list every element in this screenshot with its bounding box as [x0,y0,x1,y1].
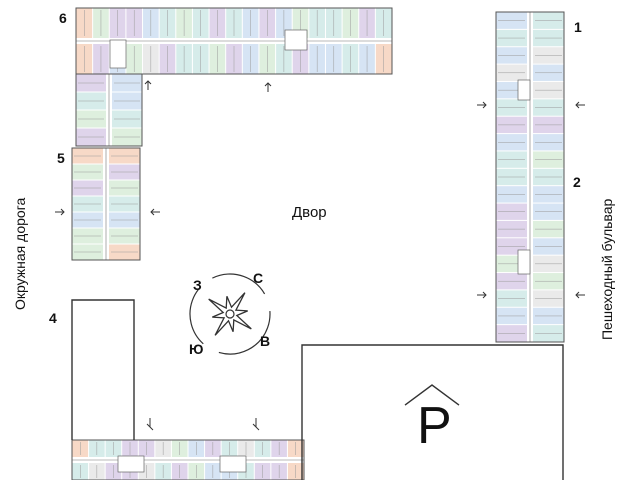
buildings-layer [71,7,565,481]
right-road-label: Пешеходный бульвар [599,198,615,340]
compass-south: Ю [189,341,204,357]
section-number-1: 1 [574,19,582,35]
compass-north: С [253,270,264,286]
entrance-arrow-icon [55,208,65,216]
parking-label: P [417,397,452,455]
section-number-6: 6 [59,10,67,26]
section-6-wing-side [75,73,143,147]
section-number-2: 2 [573,174,581,190]
section-4-outline [71,299,135,440]
entrance-arrow-icon [264,82,272,92]
entrance-arrow-icon [150,208,160,216]
entrance-arrow-icon [252,418,260,431]
left-road-label: Окружная дорога [12,197,28,310]
compass-west: З [193,277,202,293]
entrance-arrow-icon [477,291,487,299]
courtyard-label: Двор [292,204,327,221]
entrance-arrow-icon [146,418,154,431]
compass-rose-icon [189,273,271,355]
entrance-arrow-icon [575,291,585,299]
entrance-arrows-layer [55,80,585,431]
parking-roof-icon [404,384,460,406]
parking-outline [301,344,564,480]
section-number-5: 5 [57,150,65,166]
entrance-arrow-icon [144,80,152,90]
outlines-layer [71,299,564,480]
section-4-wing [71,439,305,481]
section-1-2-wing [495,11,565,343]
section-5-wing [71,147,141,261]
compass-east: В [260,333,271,349]
entrance-arrow-icon [575,101,585,109]
section-number-4: 4 [49,310,57,326]
entrance-arrow-icon [477,101,487,109]
